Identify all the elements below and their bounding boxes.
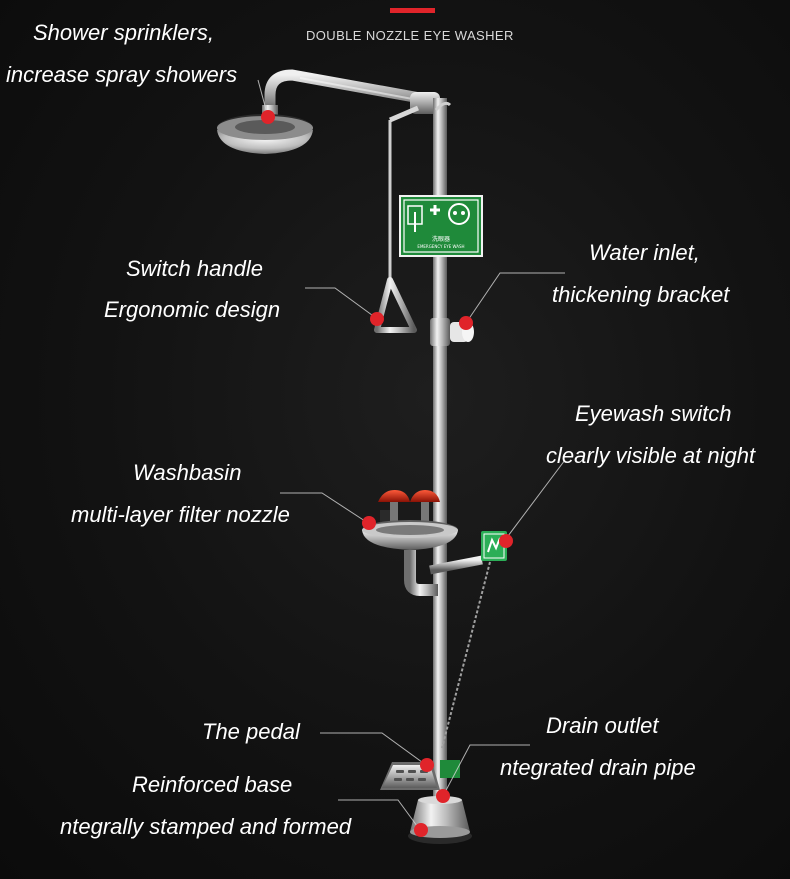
leader-pedal: [320, 732, 427, 766]
callout-eyewash-line1: Eyewash switch: [575, 401, 732, 426]
wash-basin: [362, 490, 458, 550]
main-pipe: [433, 98, 447, 798]
callout-base-line1: Reinforced base: [132, 772, 293, 797]
leader-base: [338, 799, 421, 831]
triangle-handle: [374, 277, 417, 333]
callout-shower-line1: Shower sprinklers,: [33, 20, 214, 45]
dot-drain: [436, 789, 450, 803]
callout-handle-line2: Ergonomic design: [104, 297, 281, 322]
sign-cn-text: 洗眼器: [432, 235, 450, 243]
dot-pedal: [420, 758, 434, 772]
dot-basin: [362, 516, 376, 530]
dot-inlet: [459, 316, 473, 330]
reinforced-base: [408, 796, 472, 844]
shower-head: [217, 105, 313, 154]
dot-shower: [261, 110, 275, 124]
callout-drain-line2: ntegrated drain pipe: [500, 755, 696, 780]
leader-inlet: [465, 272, 565, 324]
callout-inlet-line2: thickening bracket: [552, 282, 730, 307]
dot-handle: [370, 312, 384, 326]
leader-handle: [305, 287, 377, 319]
leader-drain: [442, 744, 530, 797]
callout-base-line2: ntegrally stamped and formed: [60, 814, 352, 839]
chain: [441, 561, 491, 749]
callout-handle-line1: Switch handle: [126, 256, 263, 281]
callout-inlet-line1: Water inlet,: [589, 240, 700, 265]
basin-drain-pipe: [404, 550, 438, 596]
dot-base: [414, 823, 428, 837]
emergency-sign: 洗眼器 EMERGENCY EYE WASH: [399, 195, 483, 257]
pull-rod-bracket: [389, 105, 419, 123]
eyewash-valve-arm: [429, 555, 483, 575]
overhead-pipe: [264, 69, 426, 118]
callout-basin-line2: multi-layer filter nozzle: [71, 502, 290, 527]
sign-en-text: EMERGENCY EYE WASH: [417, 244, 464, 249]
callout-drain-line1: Drain outlet: [546, 713, 659, 738]
callout-shower-line2: increase spray showers: [6, 62, 238, 87]
header-title: DOUBLE NOZZLE EYE WASHER: [306, 28, 514, 43]
callout-basin-line1: Washbasin: [133, 460, 242, 485]
callout-eyewash-line2: clearly visible at night: [546, 443, 756, 468]
dot-eyewash: [499, 534, 513, 548]
leader-basin: [280, 492, 369, 524]
callout-pedal-line1: The pedal: [202, 719, 300, 744]
header-accent-bar: [390, 8, 435, 13]
leader-eyewash: [504, 459, 566, 541]
